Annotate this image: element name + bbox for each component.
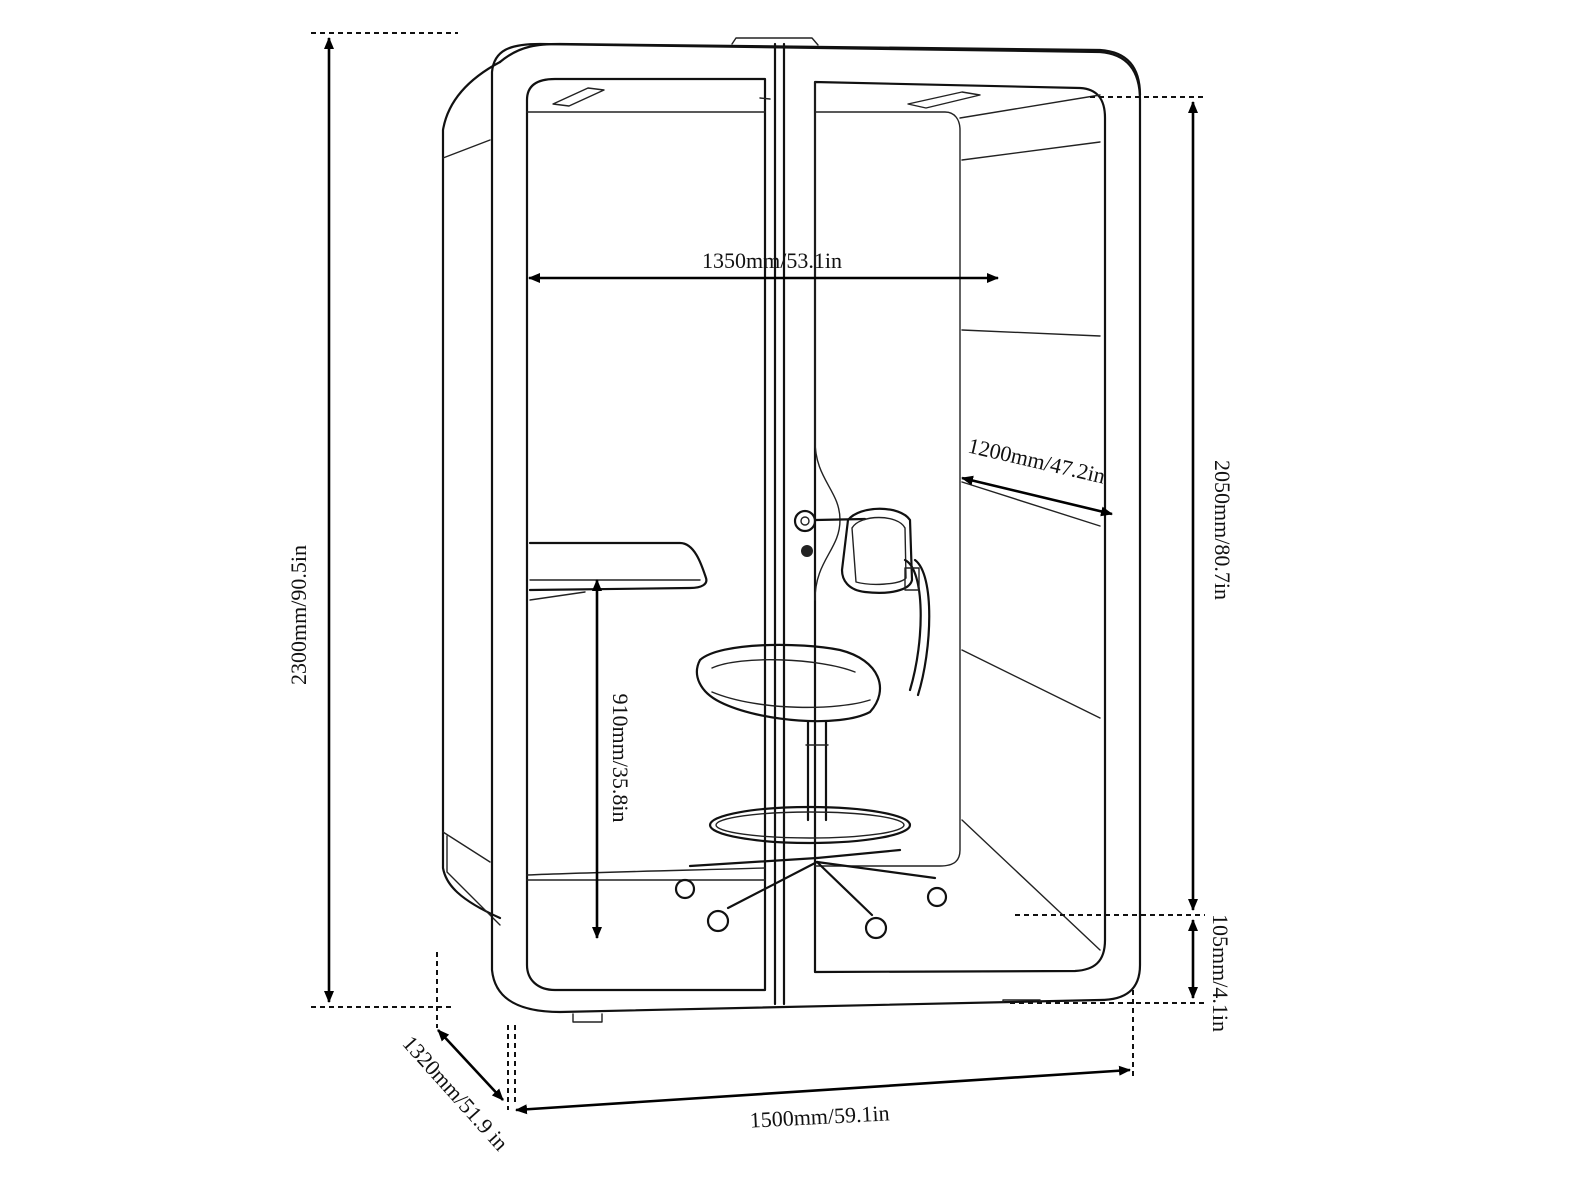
inner-height-label: 2050mm/80.7in	[1210, 460, 1235, 600]
base-height-label: 105mm/4.1in	[1208, 914, 1233, 1032]
outer-width-label: 1500mm/59.1in	[749, 1100, 890, 1132]
total-height-label: 2300mm/90.5in	[286, 545, 311, 685]
dimension-lines	[311, 32, 1205, 1115]
booth-outline	[441, 37, 1142, 1023]
stool-chair	[674, 507, 948, 940]
inner-width-label: 1350mm/53.1in	[702, 248, 842, 273]
desk-height-label: 910mm/35.8in	[608, 694, 633, 823]
inner-depth-label: 1200mm/47.2in	[966, 433, 1108, 489]
